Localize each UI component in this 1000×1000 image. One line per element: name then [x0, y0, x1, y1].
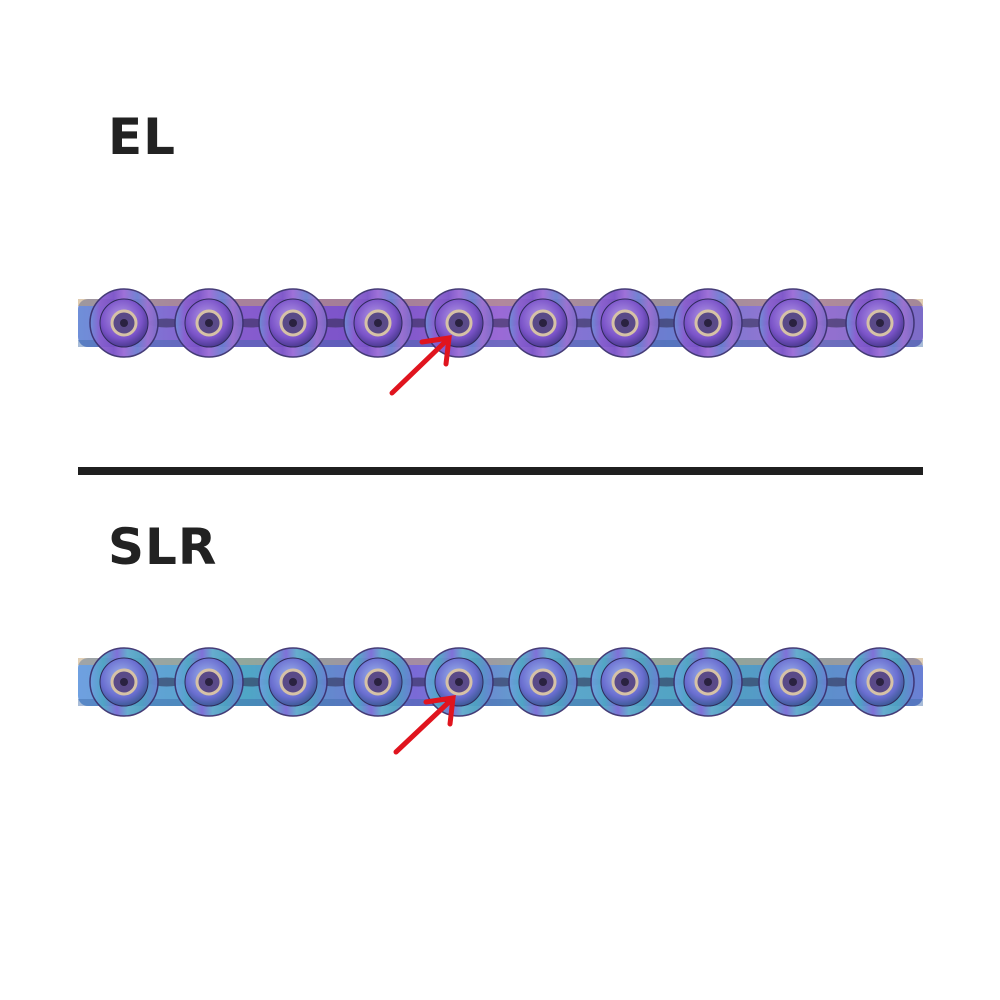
section-divider [78, 467, 923, 475]
el-chain [78, 288, 923, 358]
red-arrow-icon [393, 695, 456, 755]
slr-chain-photo [78, 647, 923, 755]
chain-label-el: EL [108, 108, 177, 166]
chain-label-slr: SLR [108, 518, 218, 576]
red-arrow-icon [389, 335, 452, 396]
el-chain-photo [78, 288, 923, 396]
slr-chain [78, 647, 923, 717]
